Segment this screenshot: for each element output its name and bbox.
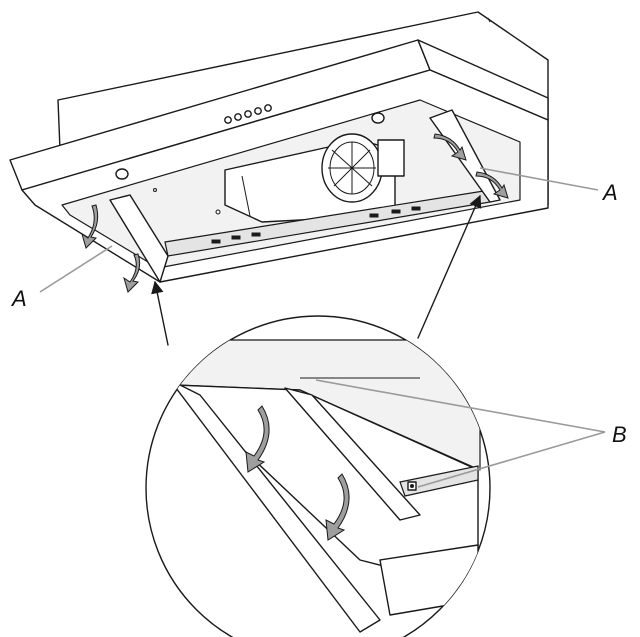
lamp-left (115, 168, 129, 180)
cooker-hood (9, 11, 549, 293)
detail-pointer-right (417, 194, 482, 339)
leader-a-right (479, 167, 599, 191)
filter-release-arrows (81, 133, 509, 293)
label-a-right: A (601, 180, 618, 205)
fan-motor (224, 133, 405, 223)
corner-mark (487, 17, 491, 23)
left-filter-frame (109, 194, 169, 283)
round-button-icon[interactable] (244, 110, 252, 118)
leader-b-2 (417, 431, 606, 488)
lamp-right (371, 112, 385, 124)
detail-magnifier (145, 315, 491, 637)
round-button-icon[interactable] (234, 113, 242, 121)
leader-b-1 (315, 379, 606, 433)
motor-bracket (377, 139, 405, 177)
curved-down-arrow-icon (325, 473, 350, 541)
round-button-icon[interactable] (254, 107, 262, 115)
detail-frame-left (169, 379, 381, 633)
leader-a-left (39, 245, 113, 293)
label-b: B (612, 422, 627, 447)
curved-down-arrow-icon (245, 405, 270, 473)
round-button-icon[interactable] (264, 104, 272, 112)
rail-slots (211, 206, 421, 244)
curved-down-arrow-icon (475, 171, 509, 199)
label-a-left: A (10, 286, 27, 311)
curved-down-arrow-icon (123, 253, 141, 293)
detail-frame-mid (284, 387, 421, 521)
detail-pointer-left (151, 280, 169, 346)
control-panel (224, 104, 272, 124)
curved-down-arrow-icon (433, 133, 467, 161)
round-button-icon[interactable] (224, 116, 232, 124)
curved-down-arrow-icon (81, 204, 99, 249)
